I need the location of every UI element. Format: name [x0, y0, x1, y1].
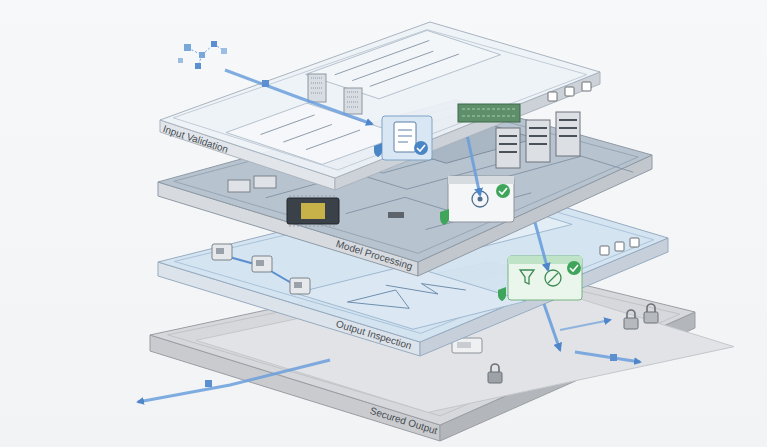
data-cubes: [195, 63, 201, 69]
slab-inset: [168, 269, 680, 416]
slab-top: [150, 262, 695, 425]
data-cubes: [178, 41, 227, 69]
data-cubes: [178, 58, 183, 63]
slab-outline: [156, 18, 604, 194]
data-cubes: [221, 48, 227, 54]
flow-arrow: [535, 223, 548, 271]
data-cubes: [199, 52, 205, 58]
flow-arrow: [468, 137, 481, 195]
data-cubes: [188, 44, 224, 66]
flow-arrow: [544, 304, 560, 350]
data-cubes: [184, 44, 191, 51]
data-cubes: [211, 41, 217, 47]
outflow-arrows: [205, 380, 212, 387]
layer-slab: Input Validation: [156, 18, 604, 194]
